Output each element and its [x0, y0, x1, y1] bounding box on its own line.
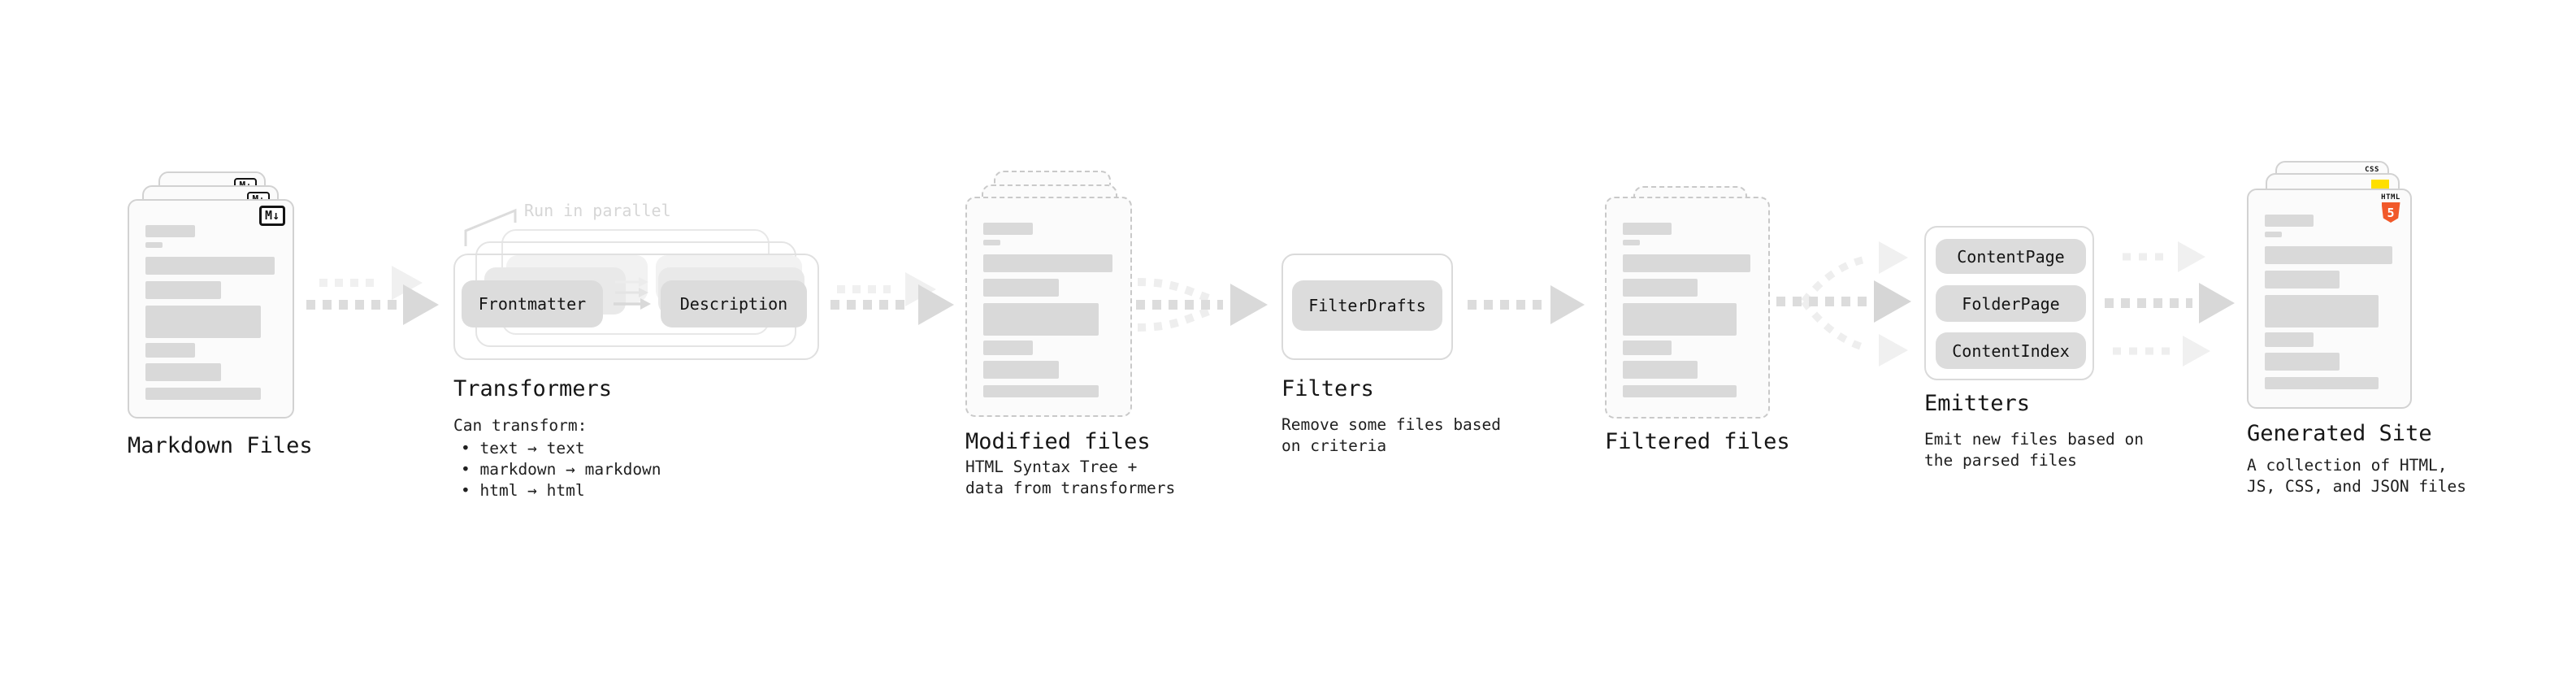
skeleton-line	[983, 361, 1060, 379]
markdown-files-label: Markdown Files	[128, 433, 313, 458]
transformers-parallel-box-front	[453, 254, 819, 360]
document-skeleton	[129, 201, 293, 417]
arrow-modified-to-filters	[1136, 278, 1268, 332]
skeleton-line	[983, 340, 1034, 355]
skeleton-line	[2265, 332, 2314, 347]
skeleton-line	[2265, 246, 2393, 264]
html5-logo-icon: HTML 5	[2380, 194, 2401, 223]
markdown-icon: M↓	[258, 206, 285, 226]
transformers-bullet: • html → html	[461, 481, 585, 500]
skeleton-line	[2265, 232, 2282, 237]
skeleton-line	[1623, 340, 1672, 355]
skeleton-line	[2265, 295, 2379, 327]
skeleton-line	[2265, 215, 2314, 227]
filters-desc-line: on criteria	[1281, 436, 1387, 455]
skeleton-line	[145, 242, 163, 248]
filtered-files-label: Filtered files	[1605, 429, 1790, 454]
skeleton-line	[2265, 353, 2340, 371]
html5-shield: 5	[2381, 202, 2400, 223]
markdown-file-card-front: M↓	[128, 199, 294, 419]
arrow-filtered-to-emitters	[1776, 241, 1911, 367]
arrow-emitters-to-site	[2105, 241, 2235, 367]
filterdrafts-chip: FilterDrafts	[1292, 280, 1442, 331]
transformers-bullet: • markdown → markdown	[461, 460, 661, 479]
skeleton-line	[983, 385, 1099, 397]
skeleton-line	[1623, 240, 1640, 245]
document-skeleton	[967, 198, 1130, 415]
frontmatter-chip: Frontmatter	[462, 280, 603, 327]
skeleton-line	[145, 281, 222, 299]
skeleton-line	[145, 306, 261, 338]
filters-box: FilterDrafts	[1281, 254, 1453, 360]
transformers-desc-title: Can transform:	[453, 416, 588, 435]
modified-files-desc-line: data from transformers	[965, 479, 1176, 497]
skeleton-line	[2265, 271, 2340, 288]
contentindex-chip: ContentIndex	[1936, 332, 2086, 369]
skeleton-line	[1623, 223, 1672, 235]
skeleton-line	[1623, 361, 1698, 379]
transformers-bullet: • text → text	[461, 439, 585, 458]
filters-label: Filters	[1281, 376, 1374, 401]
generated-site-desc-line: JS, CSS, and JSON files	[2247, 477, 2467, 496]
skeleton-line	[145, 363, 222, 381]
js-file-icon	[2371, 180, 2389, 190]
generated-site-desc-line: A collection of HTML,	[2247, 456, 2448, 475]
skeleton-line	[1623, 279, 1698, 297]
document-skeleton	[2249, 190, 2410, 407]
skeleton-line	[983, 303, 1099, 336]
skeleton-line	[145, 257, 275, 275]
modified-files-label: Modified files	[965, 429, 1151, 454]
run-in-parallel-callout: Run in parallel	[524, 201, 671, 220]
skeleton-line	[983, 223, 1034, 235]
emitters-desc-line: Emit new files based on	[1924, 430, 2144, 449]
transformers-label: Transformers	[453, 376, 613, 401]
skeleton-line	[1623, 303, 1737, 336]
skeleton-line	[145, 343, 196, 358]
site-file-card-html: HTML 5	[2247, 189, 2412, 409]
arrow-markdown-to-transformers	[306, 266, 439, 325]
skeleton-line	[145, 225, 196, 237]
description-chip: Description	[661, 280, 807, 327]
folderpage-chip: FolderPage	[1936, 285, 2086, 322]
arrow-filters-to-filtered	[1468, 285, 1585, 324]
skeleton-line	[2265, 377, 2379, 389]
skeleton-line	[145, 388, 261, 400]
modified-files-desc-line: HTML Syntax Tree +	[965, 458, 1138, 476]
skeleton-line	[983, 254, 1113, 272]
emitters-label: Emitters	[1924, 391, 2031, 416]
generated-site-label: Generated Site	[2247, 421, 2432, 446]
arrow-transformers-to-modified	[830, 272, 954, 325]
modified-file-card-front	[965, 197, 1132, 417]
skeleton-line	[1623, 254, 1751, 272]
emitters-box: ContentPage FolderPage ContentIndex	[1924, 226, 2094, 380]
emitters-desc-line: the parsed files	[1924, 451, 2077, 470]
skeleton-line	[983, 279, 1060, 297]
skeleton-line	[1623, 385, 1737, 397]
filtered-file-card-front	[1605, 197, 1770, 419]
document-skeleton	[1607, 198, 1768, 417]
skeleton-line	[983, 240, 1000, 245]
filters-desc-line: Remove some files based	[1281, 415, 1502, 434]
contentpage-chip: ContentPage	[1936, 239, 2086, 274]
